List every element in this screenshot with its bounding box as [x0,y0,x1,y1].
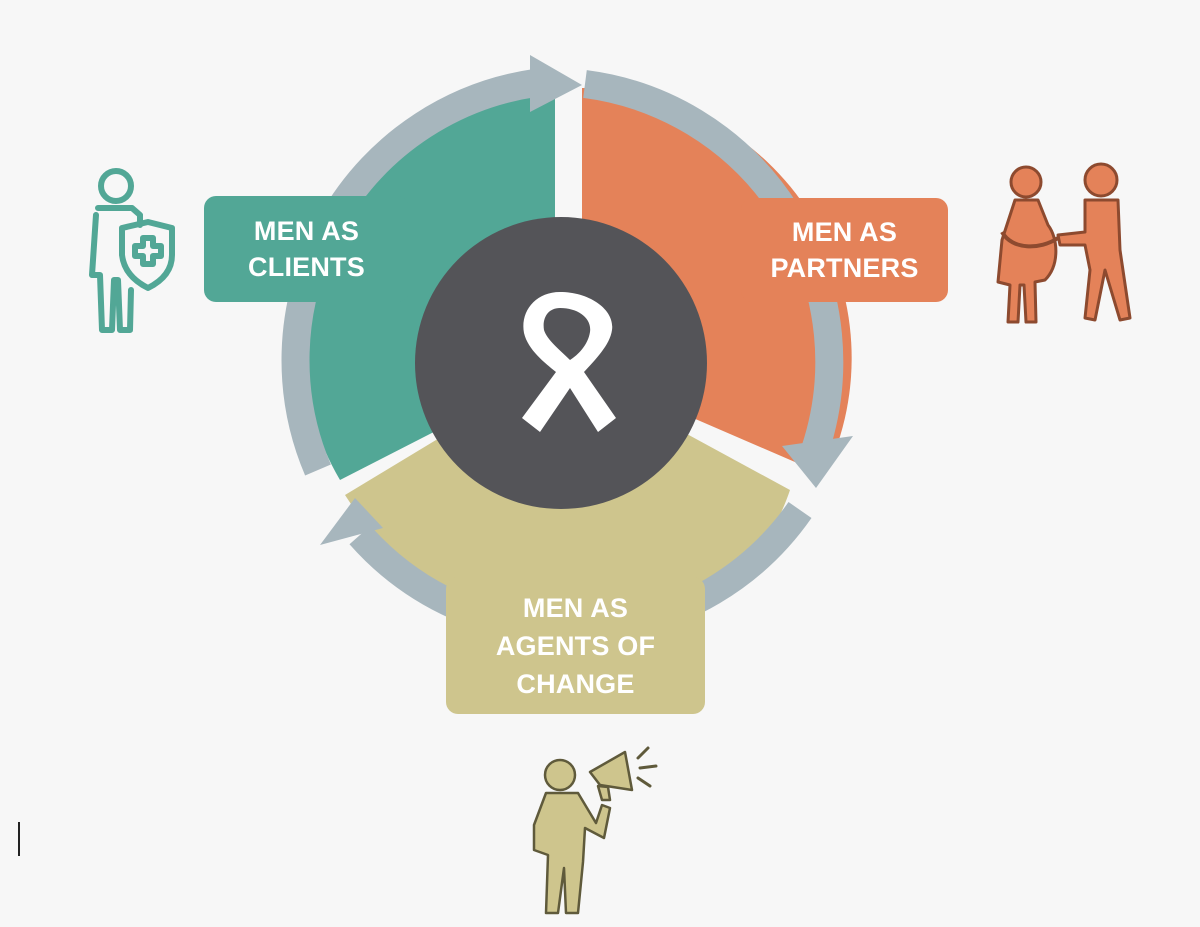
label-men-as-agents-of-change: MEN AS AGENTS OF CHANGE [446,577,705,714]
text-cursor-mark [18,822,20,856]
label-line: AGENTS OF [495,630,656,661]
label-line: MEN AS [791,217,898,247]
label-line: MEN AS [253,216,360,246]
awareness-ribbon-icon [522,292,616,432]
label-line: MEN AS [522,592,629,623]
label-line: PARTNERS [770,253,919,283]
arrow-head-top [530,55,582,112]
label-line: CHANGE [516,668,635,699]
man-with-megaphone-icon [532,746,658,915]
man-with-health-shield-icon [89,168,175,333]
label-men-as-clients: MEN AS CLIENTS [204,196,409,302]
label-men-as-partners: MEN AS PARTNERS [741,198,948,302]
pregnant-woman-and-man-icon [996,162,1132,324]
arrow-head-left [320,498,383,545]
arrow-head-right [782,436,853,488]
label-line: CLIENTS [248,252,365,282]
